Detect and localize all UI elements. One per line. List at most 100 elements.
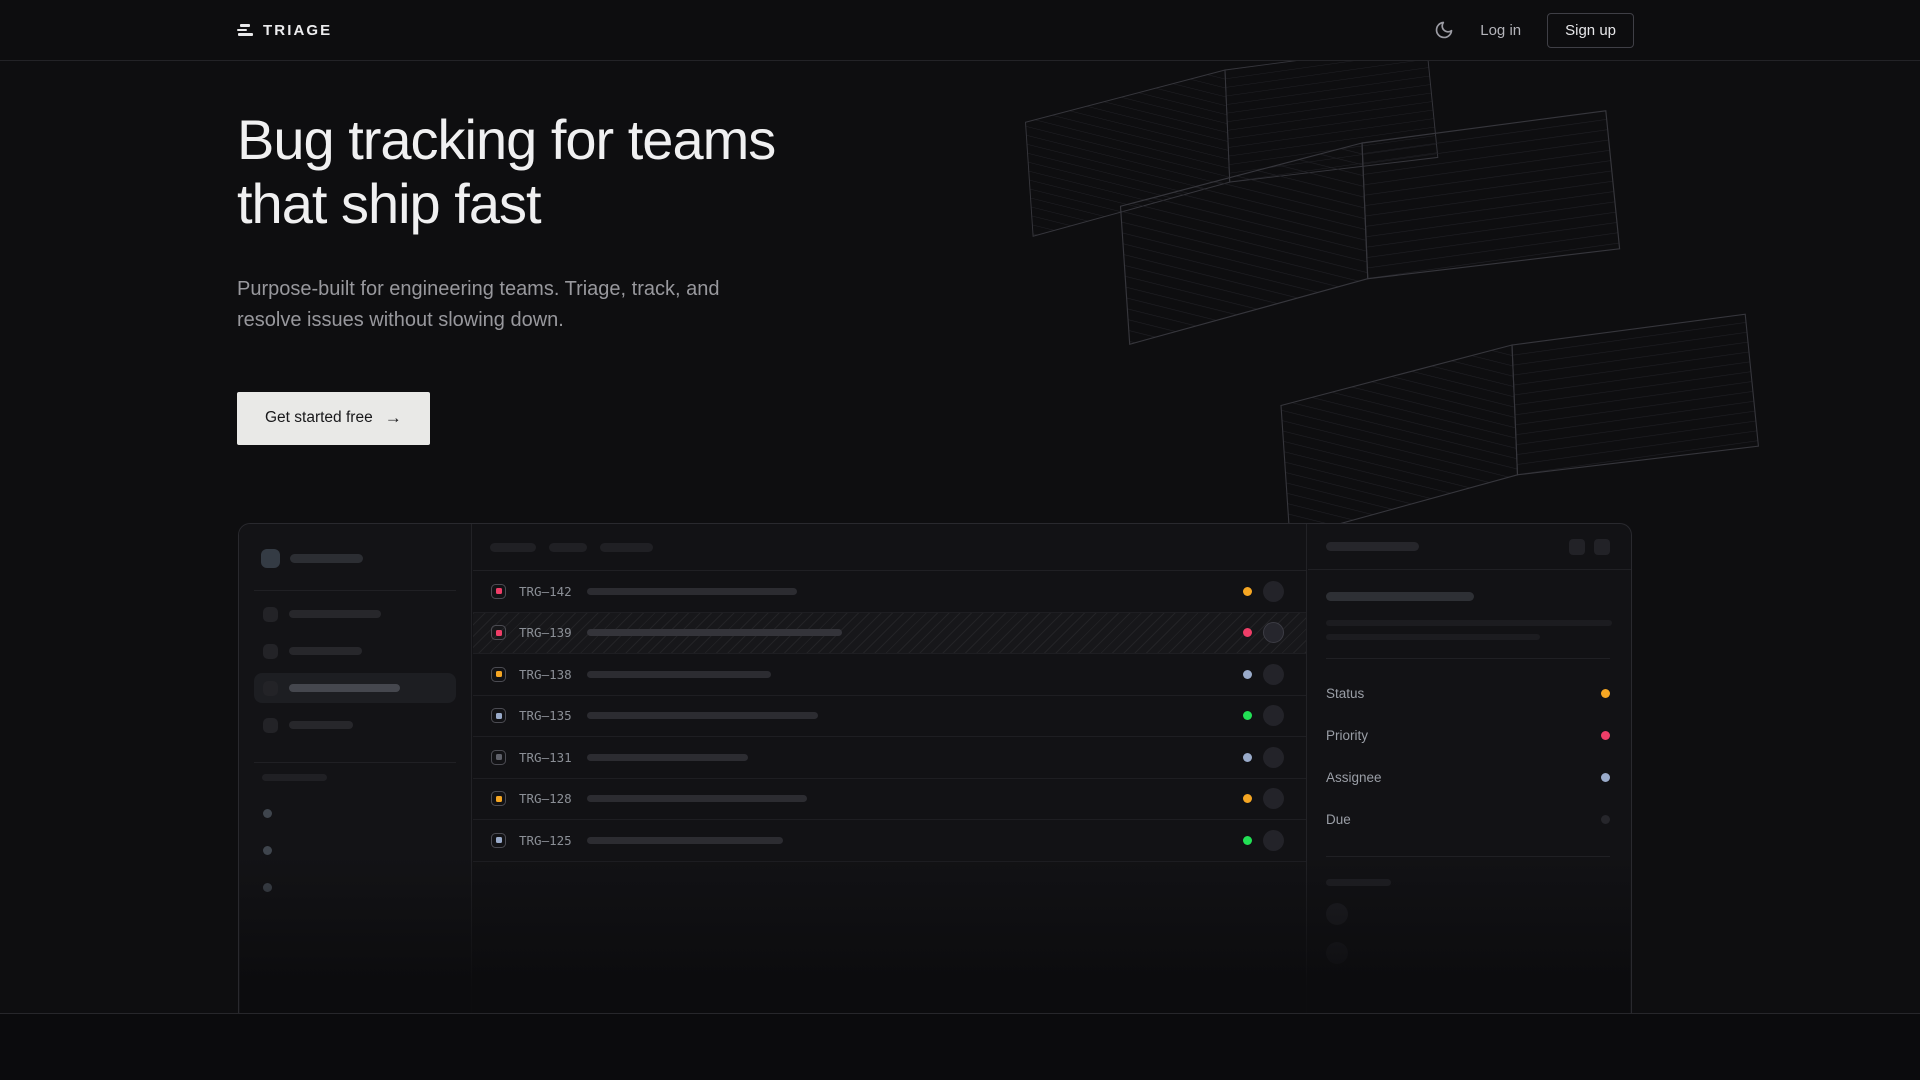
field-value-dot [1601, 731, 1610, 740]
mockup-sidebar [239, 524, 472, 1014]
issue-row[interactable]: TRG–135 [473, 696, 1306, 737]
avatar [1263, 746, 1284, 768]
sidebar-item[interactable] [254, 710, 456, 740]
issue-id: TRG–128 [519, 791, 572, 807]
issue-type-icon [491, 708, 506, 724]
issue-row[interactable]: TRG–131 [473, 737, 1306, 779]
issue-rows: TRG–142 TRG–139 [473, 571, 1306, 862]
issue-type-icon [491, 791, 506, 807]
issue-id: TRG–125 [519, 832, 572, 848]
moon-icon[interactable] [1434, 20, 1454, 40]
issue-id: TRG–139 [519, 625, 572, 641]
detail-panel: Status Priority Assignee Due [1308, 524, 1631, 1014]
activity-avatar [1326, 942, 1348, 964]
panel-action-button[interactable] [1594, 538, 1610, 555]
list-header [473, 524, 1306, 571]
login-link[interactable]: Log in [1480, 21, 1522, 39]
sidebar-dot[interactable] [263, 809, 272, 818]
issue-id: TRG–131 [519, 749, 572, 765]
sidebar-nav [239, 599, 471, 740]
field-label: Priority [1326, 728, 1369, 743]
sidebar-item-icon [263, 680, 278, 696]
detail-actions [1569, 538, 1610, 555]
issue-meta [1243, 746, 1284, 768]
detail-header-skeleton [1326, 542, 1419, 551]
issue-list: TRG–142 TRG–139 [473, 524, 1307, 1014]
hero-subtitle: Purpose-built for engineering teams. Tri… [237, 277, 720, 331]
sidebar-dot[interactable] [263, 846, 272, 855]
hero-section: Bug tracking for teams that ship fast Pu… [237, 108, 997, 445]
issue-meta [1243, 705, 1284, 727]
divider [1326, 856, 1610, 857]
list-tab-skeleton[interactable] [549, 542, 587, 552]
issue-row[interactable]: TRG–139 [473, 612, 1306, 654]
arrow-right-icon: → [384, 408, 402, 428]
issue-title-skeleton [587, 753, 748, 761]
sidebar-item[interactable] [254, 599, 456, 629]
field-value-dot [1601, 815, 1610, 824]
field-value-dot [1601, 773, 1610, 782]
status-dot [1243, 752, 1252, 762]
status-dot [1243, 794, 1252, 804]
status-dot [1243, 835, 1252, 845]
detail-field-row[interactable]: Due [1326, 812, 1610, 827]
top-nav: TRIAGE Log in Sign up [0, 0, 1920, 61]
sidebar-item[interactable] [254, 673, 456, 703]
sidebar-item-label-skeleton [289, 721, 353, 729]
sidebar-dot[interactable] [263, 883, 272, 892]
get-started-button[interactable]: Get started free → [237, 391, 430, 445]
issue-row[interactable]: TRG–138 [473, 654, 1306, 696]
issue-title-skeleton [587, 795, 807, 803]
issue-row[interactable]: TRG–142 [473, 571, 1306, 613]
workspace-row[interactable] [261, 549, 471, 568]
list-tab-skeleton[interactable] [600, 542, 653, 552]
activity-label-skeleton [1326, 879, 1391, 886]
detail-body: Status Priority Assignee Due [1308, 592, 1631, 964]
avatar [1263, 622, 1284, 644]
list-tab-skeleton[interactable] [490, 542, 536, 552]
hero-title: Bug tracking for teams that ship fast [237, 108, 997, 236]
detail-field-row[interactable]: Status [1326, 686, 1610, 701]
avatar [1263, 580, 1284, 602]
issue-title-skeleton [587, 587, 797, 595]
issue-type-icon [491, 625, 506, 641]
workspace-name-skeleton [290, 554, 363, 563]
issue-meta [1243, 663, 1284, 685]
issue-type-icon [491, 749, 506, 765]
hero-title-line1: Bug tracking for teams [237, 108, 776, 171]
detail-field-row[interactable]: Assignee [1326, 770, 1610, 785]
workspace-icon [261, 549, 280, 568]
signup-button[interactable]: Sign up [1547, 12, 1634, 48]
divider [254, 590, 456, 591]
sidebar-item-icon [263, 717, 278, 733]
field-value-dot [1601, 689, 1610, 698]
panel-action-button[interactable] [1569, 538, 1585, 555]
cta-label: Get started free [265, 409, 373, 427]
status-dot [1243, 669, 1252, 679]
issue-type-icon [491, 666, 506, 682]
issue-title-skeleton [587, 629, 842, 637]
issue-title-skeleton [587, 670, 771, 678]
avatar [1263, 829, 1284, 851]
issue-row[interactable]: TRG–128 [473, 779, 1306, 820]
issue-title-skeleton [587, 712, 818, 720]
detail-field-row[interactable]: Priority [1326, 728, 1610, 743]
issue-id: TRG–135 [519, 708, 572, 724]
sidebar-item-icon [263, 606, 278, 622]
divider [254, 762, 456, 763]
status-dot [1243, 628, 1252, 638]
brand-logo[interactable]: TRIAGE [237, 22, 332, 39]
issue-meta [1243, 829, 1284, 851]
issue-type-icon [491, 832, 506, 848]
detail-title-skeleton [1326, 592, 1474, 601]
sidebar-item[interactable] [254, 636, 456, 666]
detail-text-skeleton [1326, 634, 1540, 640]
sidebar-item-icon [263, 643, 278, 659]
avatar [1263, 788, 1284, 810]
sidebar-item-label-skeleton [289, 647, 362, 655]
section-label-skeleton [262, 774, 327, 781]
issue-id: TRG–142 [519, 583, 572, 599]
issue-row[interactable]: TRG–125 [473, 820, 1306, 862]
sidebar-item-label-skeleton [289, 610, 381, 618]
detail-text-skeleton [1326, 620, 1612, 626]
